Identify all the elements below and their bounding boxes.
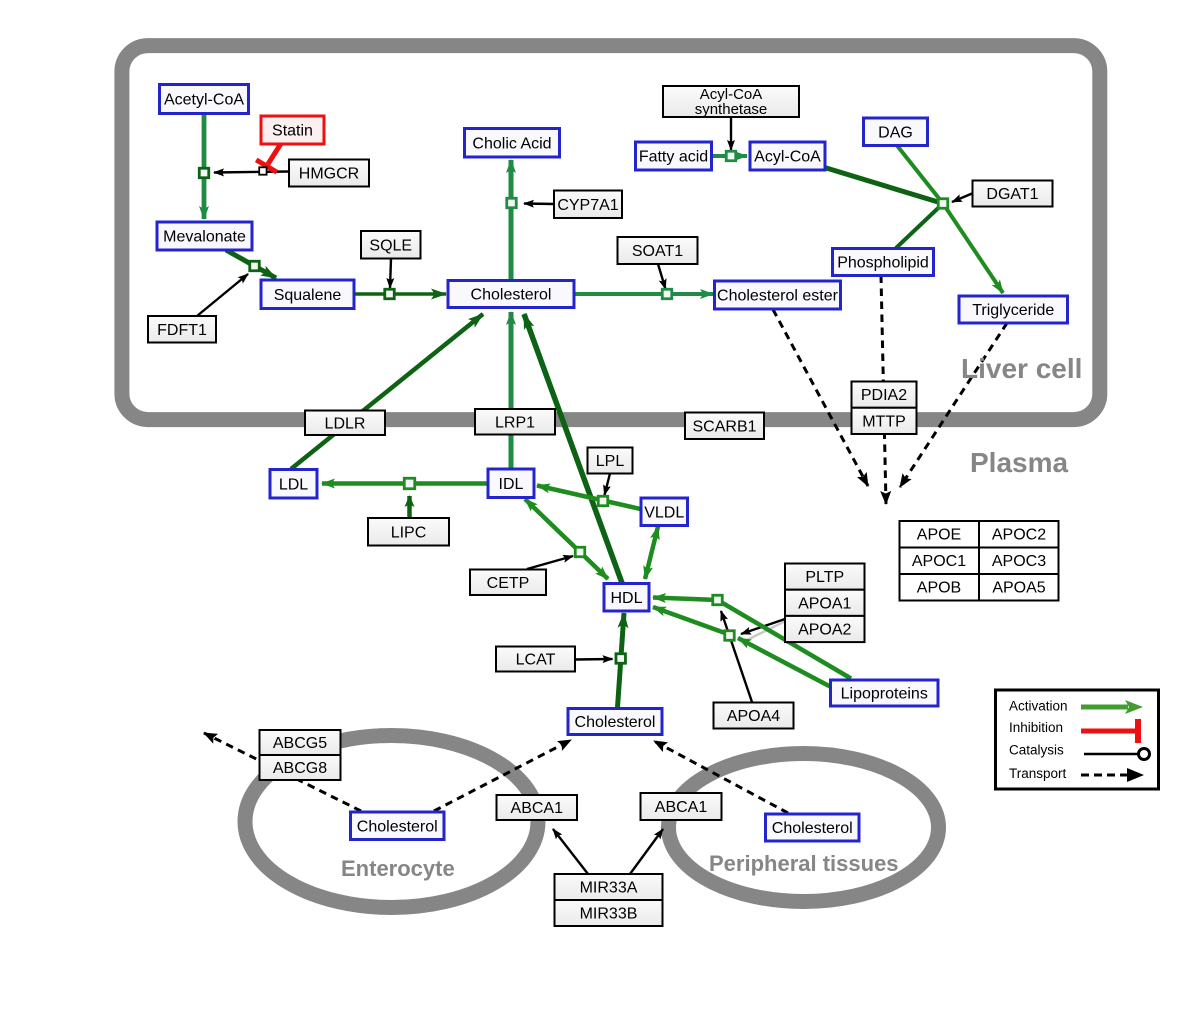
svg-text:Acyl-CoA: Acyl-CoA (754, 149, 821, 166)
svg-text:MTTP: MTTP (862, 413, 906, 430)
svg-text:Squalene: Squalene (274, 287, 342, 304)
svg-text:ABCG8: ABCG8 (273, 760, 327, 777)
svg-text:MIR33B: MIR33B (580, 906, 638, 923)
svg-text:SQLE: SQLE (369, 237, 412, 254)
svg-text:PLTP: PLTP (805, 569, 844, 586)
svg-text:Cholesterol ester: Cholesterol ester (717, 288, 839, 305)
svg-text:SCARB1: SCARB1 (692, 418, 756, 435)
svg-text:Phospholipid: Phospholipid (837, 255, 929, 272)
svg-text:LRP1: LRP1 (495, 414, 535, 431)
svg-text:ABCA1: ABCA1 (655, 799, 708, 816)
svg-text:APOA4: APOA4 (727, 708, 780, 725)
svg-text:Activation: Activation (1009, 699, 1068, 714)
svg-text:synthetase: synthetase (695, 101, 768, 118)
svg-text:Peripheral tissues: Peripheral tissues (709, 851, 899, 876)
svg-text:CETP: CETP (487, 575, 530, 592)
svg-text:Triglyceride: Triglyceride (972, 302, 1054, 319)
svg-text:Catalysis: Catalysis (1009, 743, 1064, 758)
svg-text:HDL: HDL (610, 590, 642, 607)
svg-text:APOC2: APOC2 (992, 527, 1046, 544)
svg-text:Cholesterol: Cholesterol (357, 818, 438, 835)
svg-text:Cholesterol: Cholesterol (575, 714, 656, 731)
svg-text:LIPC: LIPC (391, 524, 427, 541)
svg-text:Mevalonate: Mevalonate (163, 229, 246, 246)
svg-text:DAG: DAG (878, 124, 913, 141)
svg-text:Lipoproteins: Lipoproteins (841, 686, 928, 703)
svg-text:ABCA1: ABCA1 (511, 800, 564, 817)
svg-text:Acetyl-CoA: Acetyl-CoA (164, 92, 244, 109)
svg-text:Cholesterol: Cholesterol (772, 820, 853, 837)
svg-text:IDL: IDL (499, 476, 524, 493)
svg-text:Cholic Acid: Cholic Acid (472, 135, 551, 152)
svg-text:LDLR: LDLR (325, 415, 366, 432)
svg-text:DGAT1: DGAT1 (986, 186, 1038, 203)
svg-text:VLDL: VLDL (644, 504, 684, 521)
svg-text:HMGCR: HMGCR (299, 166, 359, 183)
svg-text:Fatty acid: Fatty acid (639, 149, 708, 166)
svg-text:Acyl-CoA: Acyl-CoA (700, 86, 763, 103)
svg-text:ABCG5: ABCG5 (273, 735, 327, 752)
svg-text:APOA5: APOA5 (992, 580, 1045, 597)
svg-text:FDFT1: FDFT1 (157, 322, 207, 339)
svg-text:Plasma: Plasma (970, 447, 1068, 478)
svg-text:APOC1: APOC1 (912, 553, 966, 570)
svg-text:Inhibition: Inhibition (1009, 720, 1063, 735)
svg-text:APOE: APOE (917, 527, 961, 544)
svg-text:LCAT: LCAT (516, 652, 556, 669)
svg-text:Enterocyte: Enterocyte (341, 856, 455, 881)
svg-text:LPL: LPL (596, 453, 625, 470)
svg-text:PDIA2: PDIA2 (861, 387, 907, 404)
svg-text:LDL: LDL (279, 476, 308, 493)
svg-text:APOA1: APOA1 (798, 595, 851, 612)
svg-text:MIR33A: MIR33A (580, 880, 638, 897)
svg-text:Statin: Statin (272, 123, 313, 140)
svg-text:CYP7A1: CYP7A1 (557, 197, 618, 214)
svg-text:APOA2: APOA2 (798, 622, 851, 639)
svg-text:APOB: APOB (917, 580, 961, 597)
svg-text:SOAT1: SOAT1 (632, 243, 683, 260)
svg-text:APOC3: APOC3 (992, 553, 1046, 570)
svg-text:Transport: Transport (1009, 766, 1067, 781)
svg-text:Cholesterol: Cholesterol (471, 287, 552, 304)
svg-text:Liver cell: Liver cell (961, 353, 1082, 384)
